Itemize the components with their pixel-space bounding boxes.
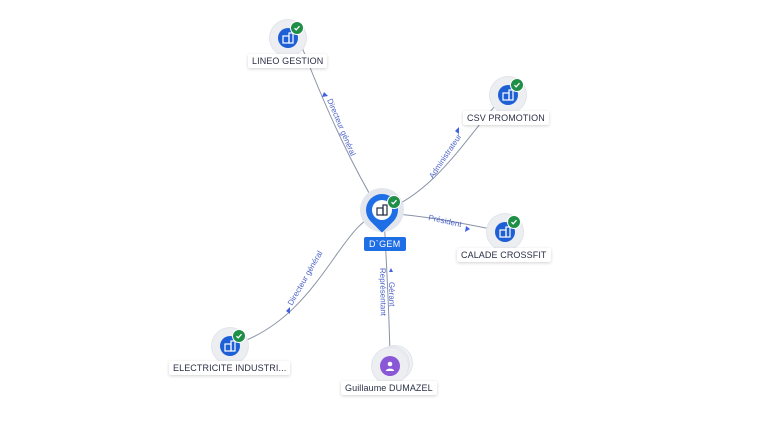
verified-check-icon [387, 195, 401, 209]
node-label: LINEO GESTION [248, 54, 328, 68]
verified-check-icon [290, 21, 304, 35]
person-icon [380, 356, 400, 376]
verified-check-icon [232, 329, 246, 343]
verified-check-icon [507, 215, 521, 229]
verified-check-icon [510, 78, 524, 92]
node-disc [372, 348, 408, 384]
arrow-electricite [286, 307, 290, 314]
building-icon [372, 200, 392, 220]
edge-label-representant: Représentant [378, 268, 388, 317]
arrow-calade [465, 226, 470, 232]
center-label: D`GEM [364, 237, 406, 251]
node-label: CSV PROMOTION [463, 111, 549, 125]
node-label: ELECTRICITE INDUSTRI... [169, 361, 291, 375]
edge-label-lineo: Directeur général [325, 97, 357, 157]
node-label: Guillaume DUMAZEL [341, 381, 437, 395]
edge-label-gerant: Gérant [387, 282, 396, 307]
arrow-lineo [322, 92, 328, 97]
node-label: CALADE CROSSFIT [457, 248, 551, 262]
edge-label-electricite: Directeur général [286, 249, 325, 307]
edge-label-calade: Président [428, 213, 464, 229]
arrow-guillaume [389, 268, 393, 272]
location-pin [359, 187, 405, 233]
edge-label-csv: Administrateur [427, 132, 463, 180]
arrow-csv [455, 127, 459, 134]
